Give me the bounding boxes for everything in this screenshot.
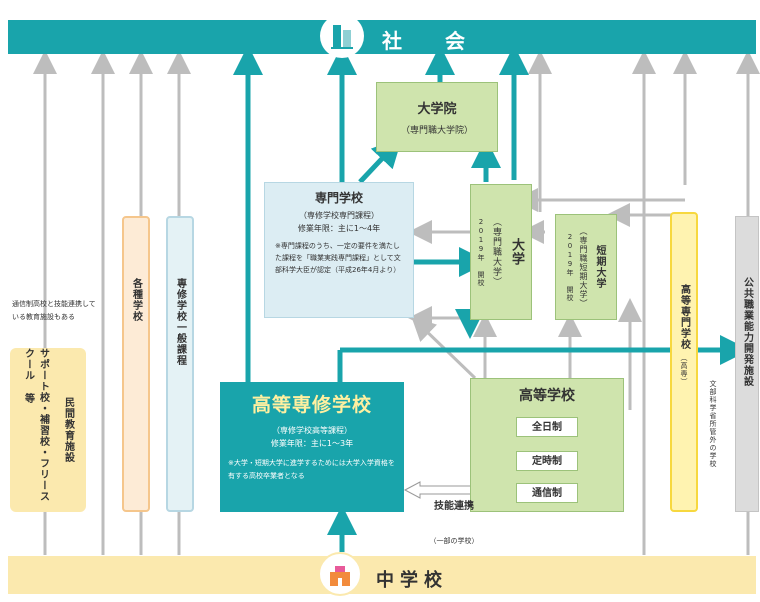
- kosen-box: 高等専門学校 （高専）: [670, 212, 698, 512]
- senshu-ippan-label: 専修学校一般課程: [174, 278, 186, 366]
- left-note: 通信制高校と技能連携している教育施設もある: [12, 300, 96, 321]
- university-year: 2019年 開校: [477, 217, 485, 287]
- koto-senshu-title: 高等専修学校: [251, 394, 372, 416]
- other-ministry-note-text: 文部科学省所管外の学校: [709, 380, 717, 468]
- senmon-gakko-sub: （専修学校専門課程）: [299, 211, 379, 220]
- university-box: 2019年 開校 （専門職大学） 大学: [470, 184, 532, 320]
- junior-high-bar: [8, 556, 756, 594]
- fulltime-label: 全日制: [516, 417, 578, 437]
- office-building-icon: [320, 14, 364, 58]
- public-training-box: 公共職業能力開発施設: [735, 216, 759, 512]
- society-label: 社 会: [382, 29, 483, 53]
- school-building-icon: [318, 552, 362, 596]
- junior-college-title: 短期大学: [594, 245, 605, 289]
- tech-cooperation-sub: （一部の学校）: [429, 537, 479, 545]
- junior-college-year: 2019年 開校: [566, 232, 574, 302]
- senmon-gakko-years: 修業年限：主に1～4年: [297, 224, 381, 233]
- graduate-school-title: 大学院: [417, 102, 457, 117]
- senmon-gakko-note: ※専門課程のうち、一定の要件を満たした課程を「職業実践専門課程」として文部科学大…: [275, 242, 401, 274]
- public-training-label: 公共職業能力開発施設: [741, 277, 753, 387]
- private-education-box: サポート校・補習校・フリースクール 等 民間教育施設: [10, 348, 86, 512]
- graduate-school-sub: （専門職大学院）: [400, 126, 473, 136]
- kosen-title: 高等専門学校: [678, 284, 690, 350]
- kakushu-box: 各種学校: [122, 216, 150, 512]
- high-school-box: 高等学校 全日制 定時制 通信制: [470, 378, 624, 512]
- private-facility-label: 民間教育施設: [62, 397, 74, 463]
- koto-senshu-years: 修業年限：主に1～3年: [270, 439, 354, 448]
- kakushu-label: 各種学校: [130, 278, 142, 322]
- tech-cooperation-title: 技能連携: [434, 501, 474, 512]
- junior-high-label: 中学校: [376, 570, 448, 591]
- graduate-school-box: 大学院 （専門職大学院）: [376, 82, 498, 152]
- society-bar: [8, 20, 756, 54]
- senmon-gakko-title: 専門学校: [314, 191, 363, 205]
- koto-senshu-sub: （専修学校高等課程）: [272, 426, 352, 435]
- koto-senshu-note: ※大学・短期大学に進学するためには大学入学資格を有する高校卒業者となる: [228, 459, 395, 480]
- junior-college-box: 2019年 開校 （専門職短期大学） 短期大学: [555, 214, 617, 320]
- other-ministry-note: 文部科学省所管外の学校: [708, 380, 718, 510]
- kosen-sub: （高専）: [680, 354, 688, 386]
- koto-senshu-box: 高等専修学校 （専修学校高等課程） 修業年限：主に1～3年 ※大学・短期大学に進…: [220, 382, 404, 512]
- junior-college-sub: （専門職短期大学）: [579, 226, 588, 308]
- parttime-label: 定時制: [516, 451, 578, 471]
- university-title: 大学: [509, 238, 524, 266]
- senshu-ippan-box: 専修学校一般課程: [166, 216, 194, 512]
- senmon-gakko-box: 専門学校 （専修学校専門課程） 修業年限：主に1～4年 ※専門課程のうち、一定の…: [264, 182, 414, 318]
- correspondence-label: 通信制: [516, 483, 578, 503]
- high-school-title: 高等学校: [519, 388, 575, 404]
- support-school-label: サポート校・補習校・フリースクール 等: [22, 348, 49, 502]
- university-sub: （専門職大学）: [491, 217, 501, 287]
